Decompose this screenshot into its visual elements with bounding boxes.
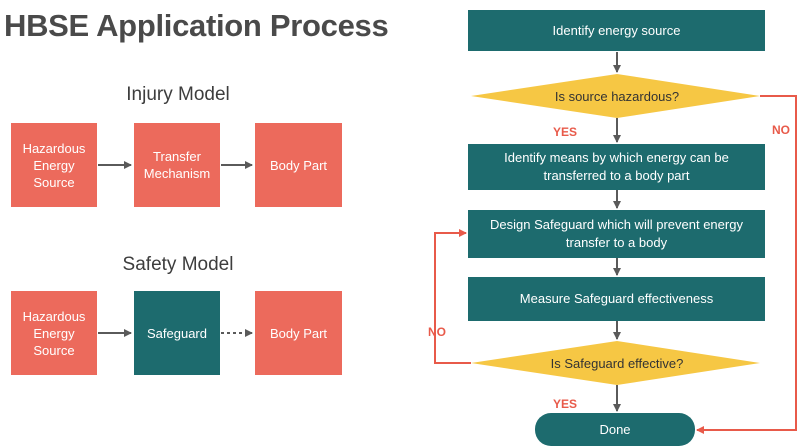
safety-model-heading: Safety Model <box>122 254 234 275</box>
decision-effective-label: Is Safeguard effective? <box>550 355 684 371</box>
terminal-done: Done <box>535 413 695 446</box>
page-title: HBSE Application Process <box>4 8 389 43</box>
injury-mechanism-label: Transfer Mechanism <box>143 149 211 181</box>
label-yes-hazardous: YES <box>553 125 578 139</box>
step-identify-means: Identify means by which energy can be tr… <box>468 144 765 190</box>
injury-source-label: Hazardous Energy Source <box>22 140 86 190</box>
injury-model-heading: Injury Model <box>126 84 230 105</box>
decision-hazardous-shape <box>471 74 760 118</box>
step-measure-label: Measure Safeguard effectiveness <box>519 291 714 306</box>
safeguard-label: Safeguard <box>147 325 207 341</box>
injury-mechanism-box: Transfer Mechanism <box>134 123 220 207</box>
safeguard-box: Safeguard <box>134 291 220 375</box>
label-yes-effective: YES <box>553 397 578 411</box>
label-no-effective: NO <box>428 325 446 339</box>
step-identify-source: Identify energy source <box>468 10 765 51</box>
step-measure: Measure Safeguard effectiveness <box>468 277 765 321</box>
safety-target-box: Body Part <box>255 291 342 375</box>
safety-target-label: Body Part <box>269 325 328 341</box>
terminal-done-label: Done <box>599 421 631 437</box>
arrow-no-to-done <box>696 95 797 434</box>
decision-hazardous-label: Is source hazardous? <box>554 88 680 104</box>
step-identify-source-label: Identify energy source <box>552 22 681 38</box>
injury-source-box: Hazardous Energy Source <box>11 123 97 207</box>
injury-target-box: Body Part <box>255 123 342 207</box>
injury-target-label: Body Part <box>269 157 328 173</box>
step-design-safeguard-label: Design Safeguard which will prevent ener… <box>490 217 743 250</box>
decision-effective-shape <box>471 341 760 385</box>
step-design-safeguard: Design Safeguard which will prevent ener… <box>468 210 765 258</box>
arrow-no-to-design <box>434 229 471 364</box>
label-no-hazardous: NO <box>772 123 790 137</box>
safety-source-label: Hazardous Energy Source <box>22 308 86 358</box>
safety-source-box: Hazardous Energy Source <box>11 291 97 375</box>
step-identify-means-label: Identify means by which energy can be tr… <box>504 150 729 183</box>
